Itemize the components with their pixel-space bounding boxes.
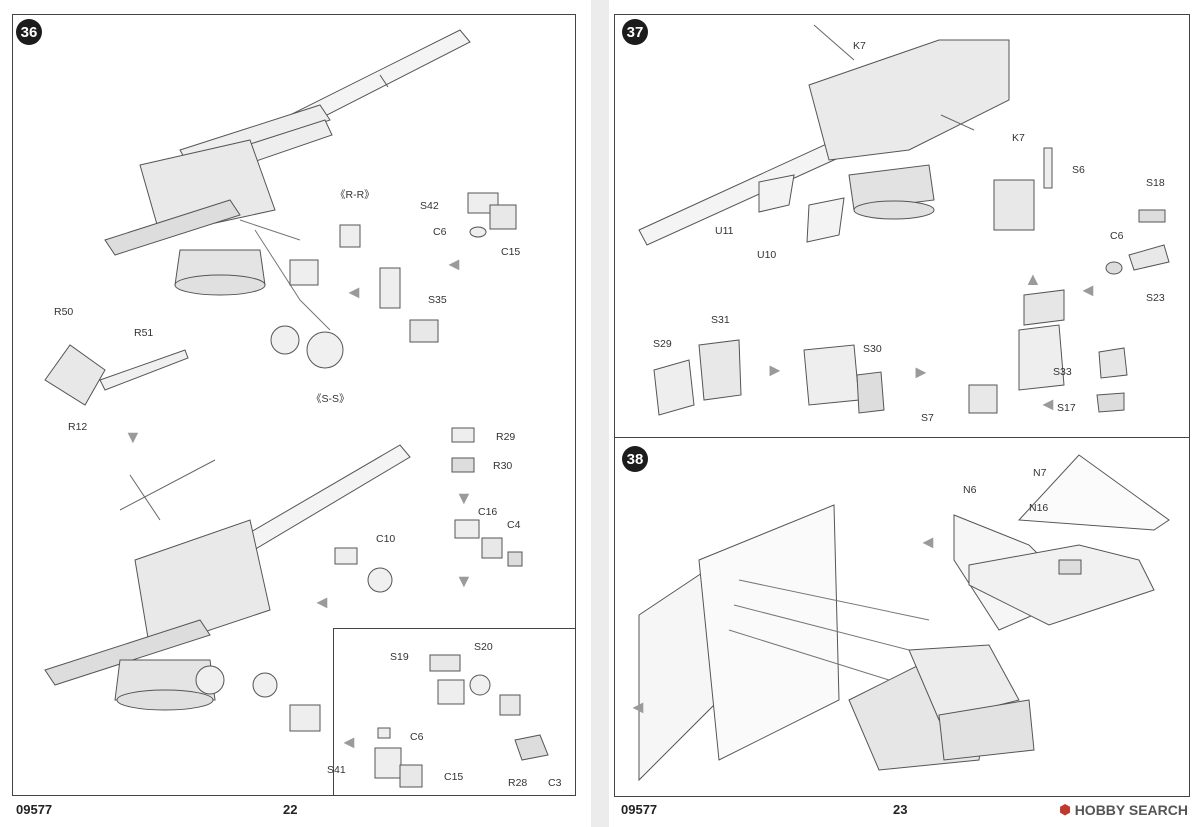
part-label: C15 — [501, 246, 521, 258]
gun-assembly-illustration-right — [638, 24, 1170, 782]
part-label: N16 — [1029, 502, 1049, 514]
part-label: S23 — [1146, 292, 1165, 304]
part-label: S35 — [428, 294, 447, 306]
part-label: R29 — [496, 431, 516, 443]
part-label: R28 — [508, 777, 528, 789]
step-36-subframe — [333, 628, 576, 796]
brand-name: HOBBY SEARCH — [1074, 802, 1188, 818]
brand-watermark: ⬢ HOBBY SEARCH — [1059, 802, 1188, 818]
assembly-arrow: ◄ — [445, 254, 463, 274]
assembly-arrow: ◄ — [340, 732, 358, 752]
page-number: 23 — [893, 802, 908, 817]
assembly-arrow: ◄ — [629, 697, 647, 717]
product-code: 09577 — [16, 802, 53, 817]
step-36-badge: 36 — [16, 19, 42, 45]
part-label: R12 — [68, 421, 88, 433]
part-label: N7 — [1033, 467, 1047, 479]
part-label: U10 — [757, 249, 777, 261]
assembly-arrow: ◄ — [345, 282, 363, 302]
part-label: R50 — [54, 306, 74, 318]
part-label: S31 — [711, 314, 730, 326]
part-label: C6 — [410, 731, 424, 743]
part-label: U11 — [715, 225, 734, 237]
product-code: 09577 — [621, 802, 658, 817]
assembly-arrow: ◄ — [313, 592, 331, 612]
part-label: S29 — [653, 338, 672, 350]
assembly-arrow: ► — [912, 362, 930, 382]
part-label: S18 — [1146, 177, 1165, 189]
step-38-frame — [614, 437, 1190, 797]
step-38-badge: 38 — [622, 446, 648, 472]
part-label: S17 — [1057, 402, 1076, 414]
page-gutter — [591, 0, 609, 827]
step-36-frame — [12, 14, 576, 796]
assembly-arrow: ▼ — [455, 571, 473, 591]
page-number: 22 — [283, 802, 298, 817]
assembly-arrow: ◄ — [919, 532, 937, 552]
part-label: S42 — [420, 200, 439, 212]
assembly-arrow: ► — [766, 360, 784, 380]
step-37-badge: 37 — [622, 19, 648, 45]
assembly-arrow: ◄ — [1039, 394, 1057, 414]
part-label: S20 — [474, 641, 493, 653]
part-label: C15 — [444, 771, 464, 783]
part-label: C6 — [1110, 230, 1124, 242]
part-label: 《R-R》 — [335, 189, 375, 201]
part-label: S19 — [390, 651, 409, 663]
assembly-arrow: ▼ — [124, 427, 142, 447]
part-label: N6 — [963, 484, 977, 496]
part-label: C3 — [548, 777, 562, 789]
part-label: R51 — [134, 327, 154, 339]
brand-logo-icon: ⬢ — [1059, 802, 1071, 817]
part-label: 《S-S》 — [311, 393, 350, 405]
part-label: K7 — [853, 40, 866, 52]
part-label: C6 — [433, 226, 447, 238]
part-label: S30 — [863, 343, 882, 355]
part-label: S33 — [1053, 366, 1072, 378]
part-label: R30 — [493, 460, 513, 472]
part-label: S41 — [327, 764, 346, 776]
gun-assembly-illustration-left — [44, 29, 549, 788]
assembly-arrow: ▲ — [1024, 269, 1042, 289]
assembly-arrow: ▼ — [455, 488, 473, 508]
part-label: S7 — [921, 412, 934, 424]
right-page: 37 38 ◄ ▲ — [609, 0, 1200, 827]
part-label: C10 — [376, 533, 396, 545]
part-label: K7 — [1012, 132, 1025, 144]
part-label: S6 — [1072, 164, 1085, 176]
left-page: 36 — [0, 0, 591, 827]
assembly-arrow: ◄ — [1079, 280, 1097, 300]
part-label: C4 — [507, 519, 521, 531]
part-label: C16 — [478, 506, 498, 518]
